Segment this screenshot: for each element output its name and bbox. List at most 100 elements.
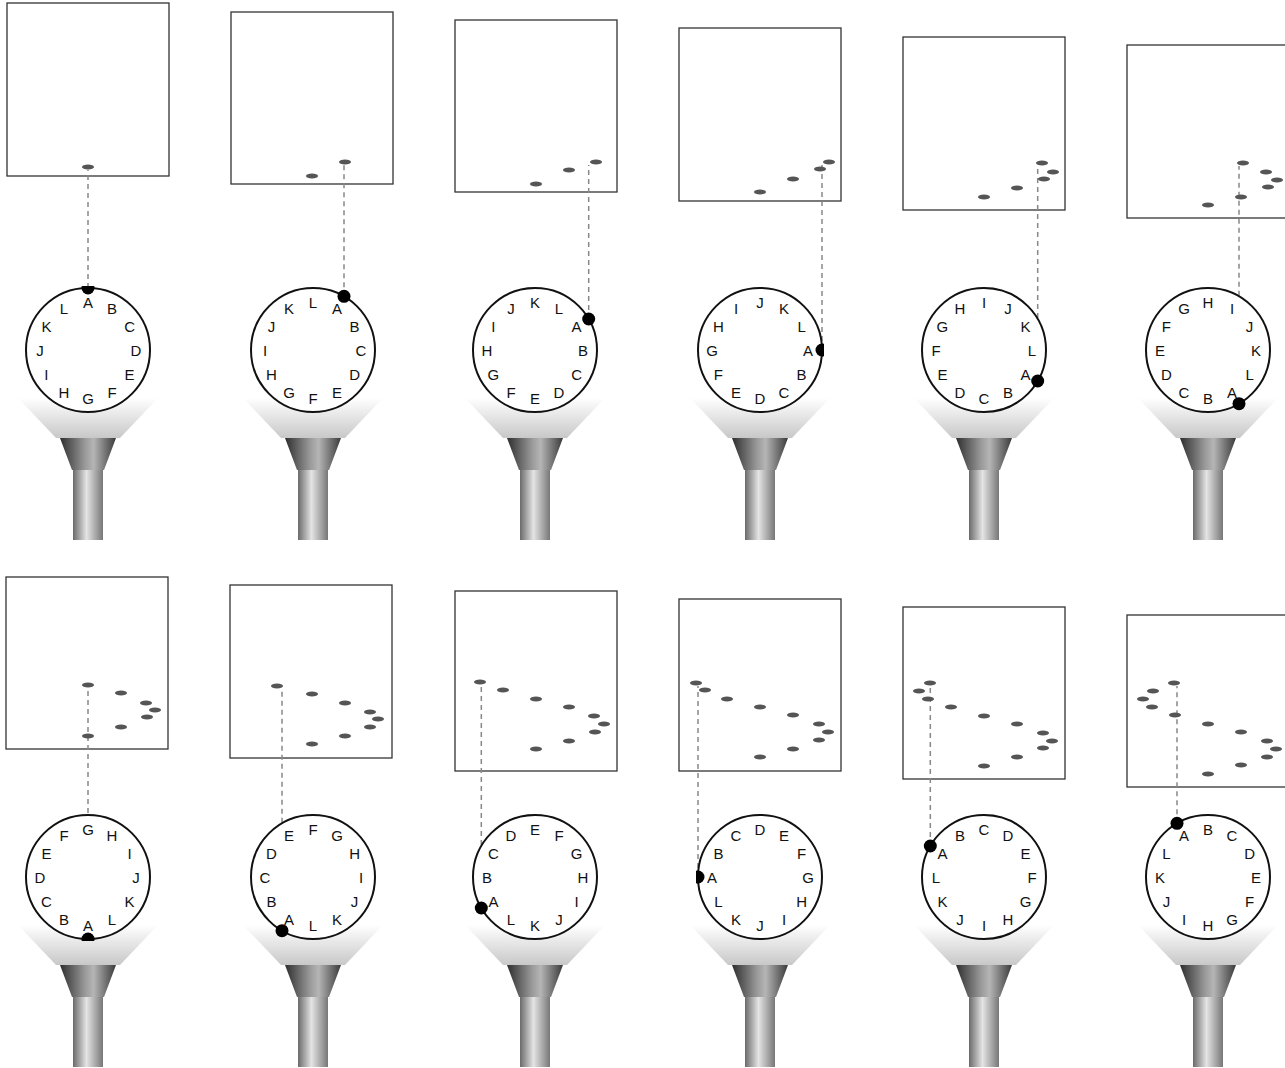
nozzle-tube [969,470,999,540]
rim-marker [1233,397,1246,410]
ink-drop [823,160,835,165]
wheel-letter: A [83,918,93,933]
wheel-letter: G [571,846,583,861]
wheel-rim [1146,815,1270,939]
wheel-letter: H [266,367,277,382]
ink-drop [1202,203,1214,208]
wheel-letter: K [731,911,741,926]
wheel-letter: L [797,319,805,334]
ink-drop [978,195,990,200]
nozzle-cone [956,438,1012,470]
wheel-letter: A [1227,384,1237,399]
wheel-letter: J [956,911,964,926]
ink-drop [1047,170,1059,175]
wheel-letter: B [713,846,723,861]
rim-marker [582,313,595,326]
ink-drop [115,691,127,696]
wheel-letter: I [263,343,267,358]
wheel-letter: A [707,870,717,885]
ink-drop [1168,681,1180,686]
wheel-letter: I [1230,301,1234,316]
ink-drop [1271,178,1283,183]
ink-drop [1202,772,1214,777]
wheel-letter: L [714,894,722,909]
letter-wheel: ABCDEFGHIJKL [249,286,377,414]
ink-drop [813,722,825,727]
wheel-letter: C [979,391,990,406]
nozzle-cone [285,438,341,470]
ink-drop [82,683,94,688]
wheel-letter: E [530,391,540,406]
wheel-letter: E [125,367,135,382]
wheel-letter: B [1203,391,1213,406]
ink-drop [945,705,957,710]
wheel-letter: B [482,870,492,885]
wheel-letter: E [1155,343,1165,358]
wheel-letter: F [308,822,317,837]
wheel-letter: K [1021,319,1031,334]
ink-drop [271,684,283,689]
ink-drop [922,697,934,702]
wheel-letter: J [507,301,515,316]
nozzle-cone [956,965,1012,997]
ink-drop [1202,722,1214,727]
wheel-rim [26,815,150,939]
rim-marker [475,902,488,915]
wheel-letter: G [488,367,500,382]
letter-wheel: ABCDEFGHIJKL [24,813,152,941]
wheel-letter: D [1003,828,1014,843]
wheel-letter: H [955,301,966,316]
ink-drop [699,688,711,693]
wheel-letter: A [83,295,93,310]
wheel-letter: L [932,870,940,885]
ink-drop [1011,722,1023,727]
dashed-leader [343,165,345,296]
ink-drop [140,701,152,706]
nozzle-tube [298,997,328,1067]
wheel-letter: E [332,384,342,399]
wheel-letter: L [108,911,116,926]
wheel-rim [698,815,822,939]
wheel-letter: J [36,343,44,358]
wheel-letter: I [1182,911,1186,926]
wheel-letter: H [796,894,807,909]
wheel-letter: G [331,828,343,843]
screen-box [455,591,617,771]
wheel-letter: E [1251,870,1261,885]
letter-wheel: ABCDEFGHIJKL [471,813,599,941]
wheel-letter: A [332,301,342,316]
wheel-letter: D [955,384,966,399]
wheel-letter: A [1021,367,1031,382]
wheel-letter: A [937,846,947,861]
wheel-rim [473,288,597,412]
wheel-letter: D [755,391,766,406]
panel-illustration [679,28,841,540]
wheel-letter: A [1179,828,1189,843]
letter-wheel: ABCDEFGHIJKL [1144,813,1272,941]
panel-illustration [1127,615,1285,1067]
letter-wheel: ABCDEFGHIJKL [249,813,377,941]
panel-illustration [679,599,841,1067]
ink-drop [1270,747,1282,752]
wheel-rim [698,288,822,412]
wheel-letter: C [260,870,271,885]
ink-drop [1046,739,1058,744]
wheel-letter: G [283,384,295,399]
nozzle-cone [60,438,116,470]
wheel-rim [922,815,1046,939]
wheel-letter: B [59,911,69,926]
rim-marker [816,344,825,357]
ink-drop [563,739,575,744]
wheel-letter: H [1203,295,1214,310]
nozzle-cone [732,438,788,470]
ink-drop [141,715,153,720]
wheel-letter: L [1245,367,1253,382]
wheel-letter: C [571,367,582,382]
letter-wheel: ABCDEFGHIJKL [920,813,1048,941]
wheel-letter: H [59,384,70,399]
screen-box [7,3,169,176]
ink-drop [1036,161,1048,166]
rim-marker [696,871,705,884]
ink-drop [1137,697,1149,702]
